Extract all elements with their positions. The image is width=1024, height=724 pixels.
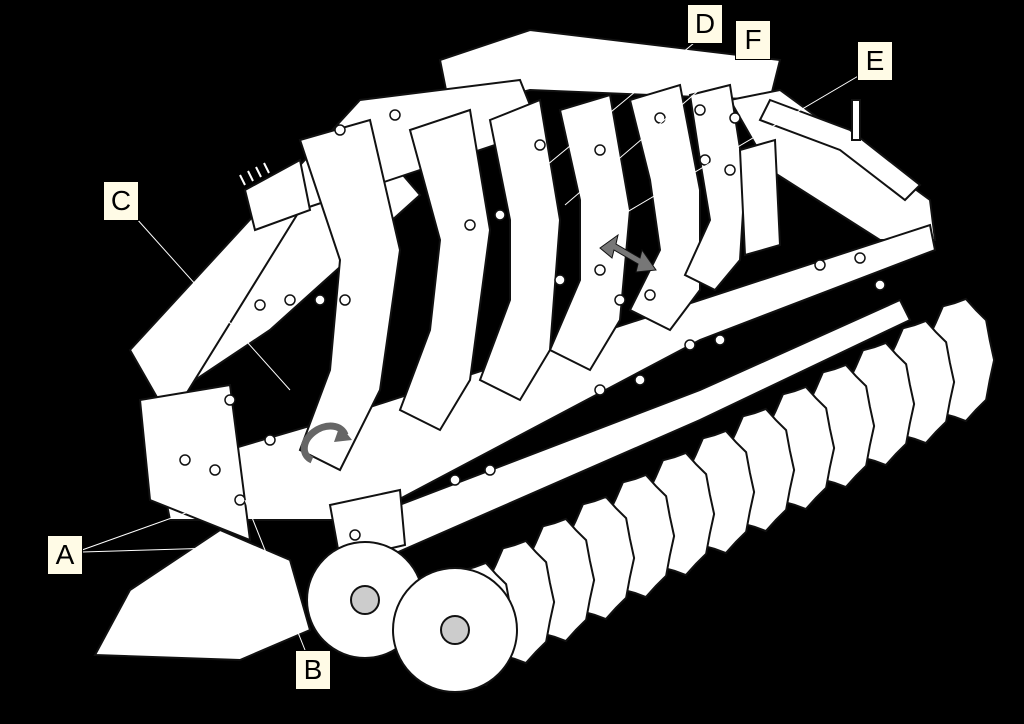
bolt <box>179 454 191 466</box>
tine-shanks <box>298 83 747 472</box>
bolt <box>554 274 566 286</box>
bolt <box>714 334 726 346</box>
bolt <box>724 164 736 176</box>
bolt <box>874 279 886 291</box>
bolt <box>694 104 706 116</box>
bolt <box>614 294 626 306</box>
bolt <box>334 124 346 136</box>
front-plate <box>93 383 407 662</box>
bolt <box>254 299 266 311</box>
bolt <box>699 154 711 166</box>
bolt <box>654 112 666 124</box>
label-c: C <box>103 181 139 221</box>
bolt <box>264 434 276 446</box>
bolt <box>594 264 606 276</box>
bolt <box>209 464 221 476</box>
bolt <box>684 339 696 351</box>
rake <box>239 158 312 232</box>
front-discs <box>306 541 518 693</box>
bolt <box>224 394 236 406</box>
bolt <box>854 252 866 264</box>
bolts <box>179 104 886 541</box>
bolt <box>729 112 741 124</box>
disc-gang <box>446 297 996 687</box>
bolt <box>634 374 646 386</box>
label-e: E <box>857 41 893 81</box>
bolt <box>284 294 296 306</box>
bolt <box>449 474 461 486</box>
bolt <box>814 259 826 271</box>
bolt <box>594 144 606 156</box>
adjust-arrow-icon <box>599 233 657 273</box>
bolt <box>644 289 656 301</box>
bolt <box>594 384 606 396</box>
hitch <box>738 98 922 257</box>
rotation-arrow-icon <box>300 422 352 464</box>
bolt <box>534 139 546 151</box>
leader-lines <box>81 37 861 651</box>
label-f: F <box>735 20 771 60</box>
bolt <box>389 109 401 121</box>
label-d: D <box>687 4 723 44</box>
bolt <box>339 294 351 306</box>
bolt <box>494 209 506 221</box>
bolt <box>464 219 476 231</box>
bolt <box>484 464 496 476</box>
label-b: B <box>295 650 331 690</box>
bolt <box>234 494 246 506</box>
bolt <box>349 529 361 541</box>
bolt <box>314 294 326 306</box>
label-a: A <box>47 535 83 575</box>
